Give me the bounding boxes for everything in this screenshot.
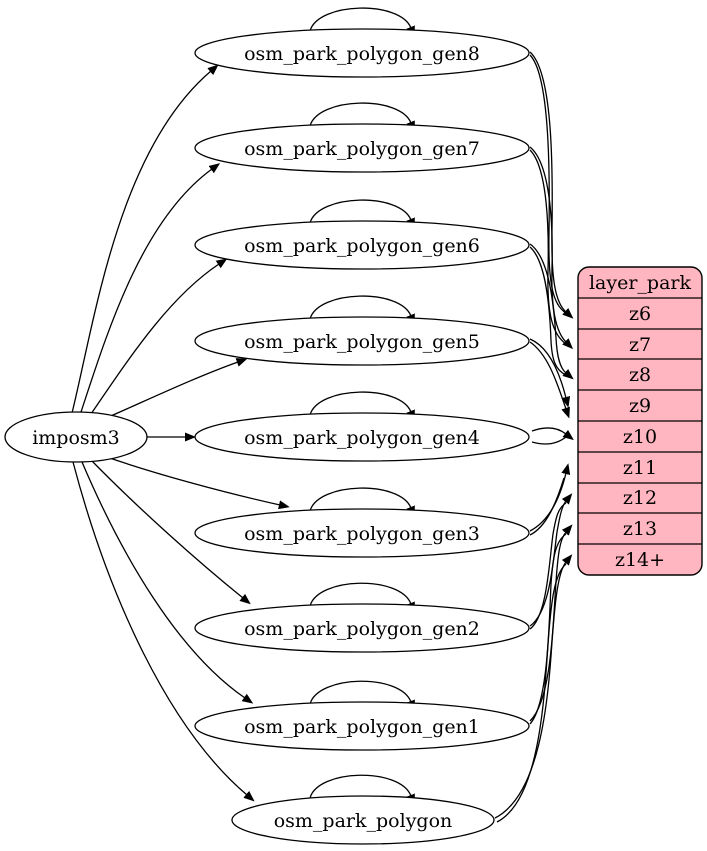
node-osm-park-polygon-gen5: osm_park_polygon_gen5 bbox=[194, 316, 530, 366]
imposm3-label: imposm3 bbox=[32, 427, 120, 449]
gen7-ellipse bbox=[194, 123, 530, 173]
row-z9: z9 bbox=[629, 395, 651, 417]
edge-polygon-to-z14-b bbox=[496, 563, 567, 823]
edge-gen5-to-z9-b bbox=[529, 341, 570, 419]
row-z13: z13 bbox=[623, 518, 657, 540]
self-loop-gen1 bbox=[309, 680, 415, 712]
gen4-ellipse bbox=[194, 412, 530, 462]
edges-self-loops bbox=[309, 7, 415, 806]
node-osm-park-polygon-gen1: osm_park_polygon_gen1 bbox=[194, 701, 530, 751]
edge-polygon-to-z14-a bbox=[494, 554, 573, 819]
edge-imposm3-to-gen6 bbox=[90, 258, 228, 415]
node-osm-park-polygon-gen6: osm_park_polygon_gen6 bbox=[194, 220, 530, 270]
node-osm-park-polygon-gen8: osm_park_polygon_gen8 bbox=[194, 28, 530, 78]
row-z14: z14+ bbox=[615, 549, 665, 571]
edge-imposm3-to-gen2 bbox=[91, 460, 251, 605]
self-loop-gen8 bbox=[309, 7, 415, 38]
gen6-ellipse bbox=[194, 220, 530, 270]
edge-imposm3-to-gen8 bbox=[71, 64, 219, 414]
edge-gen2-to-z12-b bbox=[529, 502, 567, 630]
gen8-label: osm_park_polygon_gen8 bbox=[244, 43, 480, 65]
node-imposm3: imposm3 bbox=[4, 411, 148, 463]
imposm3-ellipse bbox=[4, 411, 148, 463]
node-osm-park-polygon-gen4: osm_park_polygon_gen4 bbox=[194, 412, 530, 462]
polygon-label: osm_park_polygon bbox=[274, 810, 453, 832]
gen1-ellipse bbox=[194, 701, 530, 751]
edges-imposm3 bbox=[71, 64, 290, 802]
edge-gen6-to-z8-b bbox=[529, 246, 567, 376]
gen6-label: osm_park_polygon_gen6 bbox=[244, 235, 480, 257]
edge-gen1-to-z13-a bbox=[529, 524, 573, 722]
edge-gen6-to-z8-a bbox=[529, 243, 574, 380]
self-loop-gen4 bbox=[309, 391, 415, 422]
self-loop-gen7 bbox=[309, 102, 415, 133]
gen2-label: osm_park_polygon_gen2 bbox=[244, 618, 480, 640]
edge-gen8-to-z6-a bbox=[529, 51, 574, 319]
gen1-label: osm_park_polygon_gen1 bbox=[244, 716, 480, 738]
edge-gen5-to-z9-a bbox=[529, 338, 571, 408]
self-loop-gen3 bbox=[309, 487, 415, 518]
edge-imposm3-to-gen5 bbox=[103, 358, 248, 420]
self-loop-gen2 bbox=[309, 582, 415, 614]
polygon-ellipse bbox=[231, 795, 495, 845]
edge-gen4-to-z10-b bbox=[531, 436, 567, 445]
row-z10: z10 bbox=[623, 426, 657, 448]
gen7-label: osm_park_polygon_gen7 bbox=[244, 138, 480, 160]
table-layer-park: layer_park z6 z7 z8 z9 z10 z11 z12 z13 z… bbox=[577, 266, 703, 576]
gen5-ellipse bbox=[194, 316, 530, 366]
edge-gen1-to-z13-b bbox=[529, 533, 567, 725]
gen5-label: osm_park_polygon_gen5 bbox=[244, 331, 480, 353]
node-osm-park-polygon-gen7: osm_park_polygon_gen7 bbox=[194, 123, 530, 173]
row-z8: z8 bbox=[629, 364, 651, 386]
row-z11: z11 bbox=[623, 457, 657, 479]
layer-park-title: layer_park bbox=[589, 272, 692, 294]
edge-gen4-to-z10-a bbox=[531, 427, 574, 441]
gen2-ellipse bbox=[194, 603, 530, 653]
edge-gen8-to-z6-b bbox=[529, 54, 567, 314]
edge-gen3-to-z11-b bbox=[529, 477, 565, 536]
row-z12: z12 bbox=[623, 487, 657, 509]
edges-to-layer-park bbox=[494, 51, 574, 823]
edge-imposm3-to-gen7 bbox=[80, 163, 221, 413]
edge-imposm3-to-gen1 bbox=[81, 461, 254, 704]
self-loop-polygon bbox=[309, 774, 415, 806]
self-loop-gen6 bbox=[309, 199, 415, 230]
row-z7: z7 bbox=[629, 334, 651, 356]
edge-imposm3-to-gen3 bbox=[103, 455, 290, 510]
gen3-label: osm_park_polygon_gen3 bbox=[244, 523, 480, 545]
node-osm-park-polygon-gen2: osm_park_polygon_gen2 bbox=[194, 603, 530, 653]
node-osm-park-polygon-gen3: osm_park_polygon_gen3 bbox=[194, 508, 530, 558]
edge-gen7-to-z7-b bbox=[529, 149, 567, 345]
gen4-label: osm_park_polygon_gen4 bbox=[244, 427, 480, 449]
node-osm-park-polygon: osm_park_polygon bbox=[231, 795, 495, 845]
edge-imposm3-to-polygon bbox=[72, 461, 255, 802]
edge-gen2-to-z12-a bbox=[529, 493, 573, 627]
self-loop-gen5 bbox=[309, 295, 415, 326]
row-z6: z6 bbox=[629, 303, 651, 325]
edge-gen3-to-z11-a bbox=[529, 463, 571, 532]
gen3-ellipse bbox=[194, 508, 530, 558]
edge-gen7-to-z7-a bbox=[529, 146, 574, 350]
gen8-ellipse bbox=[194, 28, 530, 78]
